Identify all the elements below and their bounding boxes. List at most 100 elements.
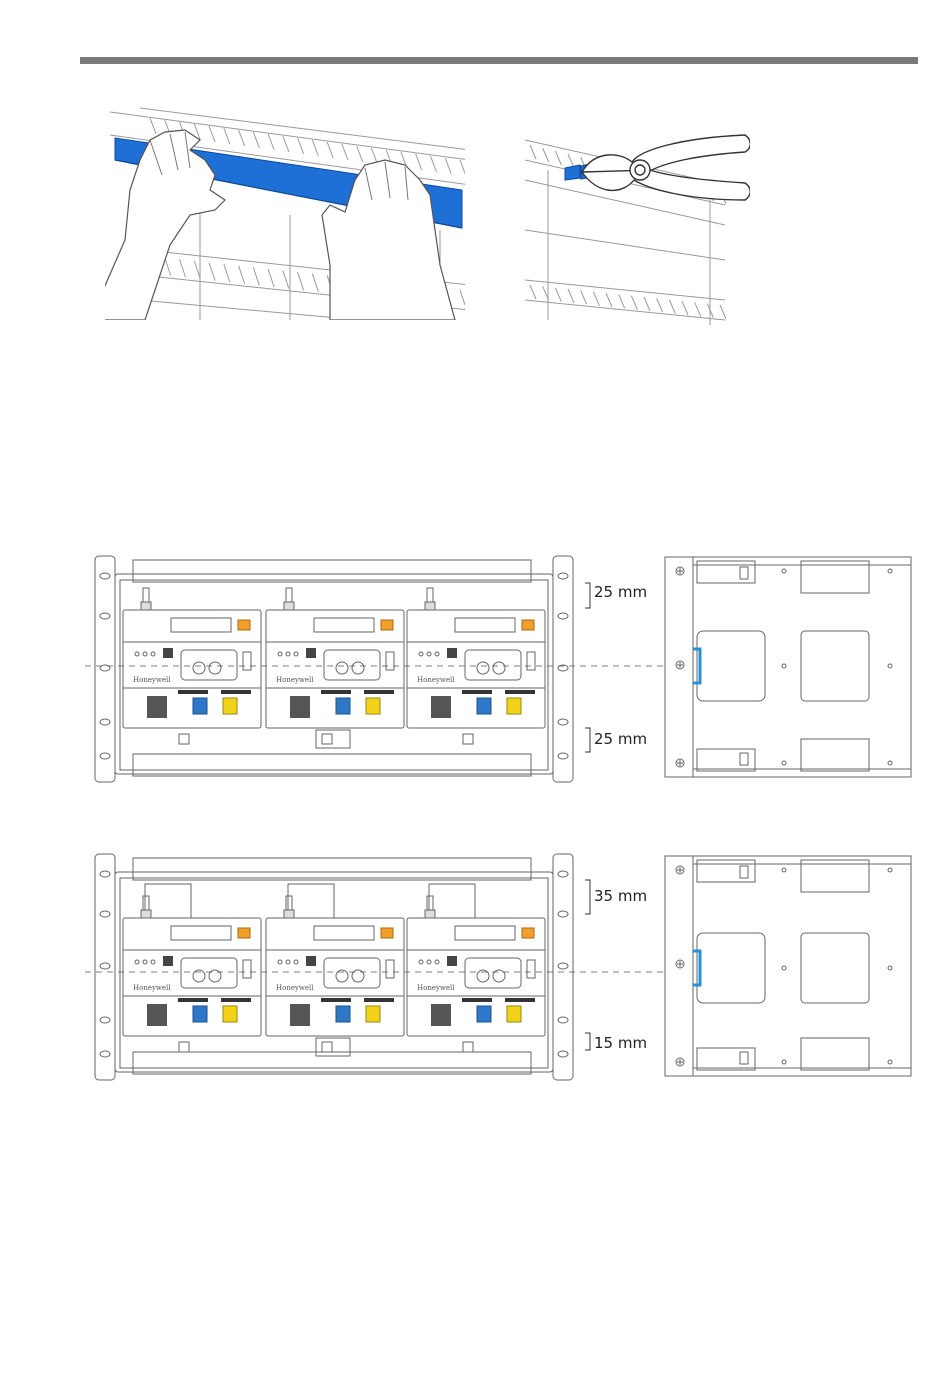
side-cutout: [801, 631, 869, 701]
mount-hole: [782, 664, 786, 668]
brand-label: Honeywell: [417, 676, 455, 684]
label-strip: [462, 690, 492, 694]
top-cover-panel: [133, 560, 531, 582]
status-led: [135, 960, 139, 964]
label-strip: [364, 998, 394, 1002]
tape-cutting-illustration: [525, 135, 750, 325]
brand-label: Honeywell: [133, 676, 171, 684]
switch: [386, 960, 394, 978]
rack1-bottom-bracket: [585, 728, 590, 752]
shelf-slot: [209, 126, 215, 142]
mount-slot: [100, 963, 110, 969]
shelf-slot: [239, 130, 245, 146]
label-strip: [505, 998, 535, 1002]
rack2-top-bracket: [585, 880, 590, 914]
mount-hole: [888, 569, 892, 573]
status-led: [435, 652, 439, 656]
mount-hole: [888, 1060, 892, 1064]
dial-low: [493, 662, 505, 674]
status-led: [286, 652, 290, 656]
dial-panel: [324, 650, 380, 680]
front-flange: [665, 557, 693, 777]
shelf-slot: [669, 300, 675, 314]
switch: [243, 652, 251, 670]
side-cutout: [801, 933, 869, 1003]
rack-side-view-1: [665, 557, 911, 777]
bottom-bracket: [697, 749, 755, 771]
label-strip: [321, 998, 351, 1002]
shelf-slot: [445, 158, 451, 174]
pliers: [582, 135, 750, 200]
switch: [527, 652, 535, 670]
mount-slot: [100, 613, 110, 619]
dial-low: [209, 662, 221, 674]
rack-ear-right: [553, 854, 573, 1080]
dial-panel: [181, 650, 237, 680]
mount-slot: [100, 1051, 110, 1057]
status-led: [278, 652, 282, 656]
dial-panel: [465, 958, 521, 988]
top-bracket: [697, 860, 755, 882]
rack2-bottom-bracket: [585, 1033, 590, 1050]
mount-slot: [558, 613, 568, 619]
mount-hole: [888, 664, 892, 668]
qr-code: [306, 956, 316, 966]
status-led: [151, 652, 155, 656]
bottom-cover-panel: [133, 1052, 531, 1074]
mount-hole: [888, 868, 892, 872]
dial-panel: [465, 650, 521, 680]
status-led: [419, 960, 423, 964]
yellow-terminal: [366, 698, 380, 714]
status-led: [286, 960, 290, 964]
bracket-notch: [740, 753, 748, 765]
shelf-slot: [165, 258, 171, 276]
shelf-slot: [416, 154, 422, 170]
cable-connector-base: [284, 602, 294, 610]
yellow-terminal: [366, 1006, 380, 1022]
cable-connector-base: [425, 602, 435, 610]
bottom-tab: [322, 1042, 332, 1052]
label-window: [455, 618, 515, 632]
shelf-slot: [180, 259, 186, 277]
status-led: [427, 652, 431, 656]
mount-slot: [100, 1017, 110, 1023]
shelf-slot: [530, 145, 536, 159]
side-frame: [665, 856, 911, 1076]
mount-slot: [558, 573, 568, 579]
shelf-slot: [342, 144, 348, 160]
bracket-notch: [740, 1052, 748, 1064]
cable-connector-base: [141, 602, 151, 610]
mount-hole: [888, 966, 892, 970]
shelf-slot: [530, 285, 536, 299]
power-terminal: [290, 696, 310, 718]
shelf-slot: [720, 305, 726, 319]
side-cutout-top: [801, 860, 869, 892]
switch: [243, 960, 251, 978]
side-cutout: [697, 933, 765, 1003]
blue-terminal: [193, 698, 207, 714]
shelf-slot: [631, 296, 637, 310]
label-strip: [364, 690, 394, 694]
shelf-slot: [695, 302, 701, 316]
status-led: [419, 652, 423, 656]
qr-code: [306, 648, 316, 658]
bracket-notch: [740, 567, 748, 579]
shelf-slot: [312, 274, 318, 292]
tape-piece-1: [565, 165, 580, 180]
mount-slot: [100, 911, 110, 917]
cable-connector-base: [141, 910, 151, 918]
side-frame: [665, 557, 911, 777]
mount-slot: [558, 719, 568, 725]
label-window: [171, 926, 231, 940]
mount-hole: [782, 1060, 786, 1064]
rack1-top-bracket: [585, 583, 590, 608]
power-terminal: [431, 1004, 451, 1026]
status-led: [427, 960, 431, 964]
rack-side-view-2: [665, 856, 911, 1076]
rack1-top-clearance-label: 25 mm: [594, 583, 647, 601]
status-led: [135, 652, 139, 656]
shelf-slot: [268, 269, 274, 287]
mount-slot: [558, 1051, 568, 1057]
tape-application-illustration: [90, 108, 470, 330]
